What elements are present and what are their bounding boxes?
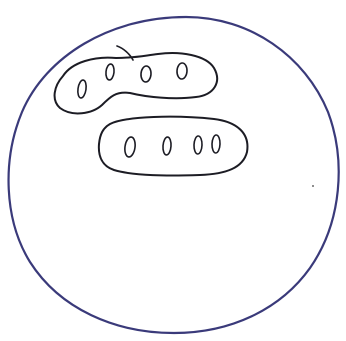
group-upper — [55, 46, 218, 113]
group-upper-oval-2 — [105, 64, 115, 81]
speck-mark — [312, 185, 314, 187]
group-lower-oval-4 — [212, 135, 221, 153]
group-upper-oval-3 — [140, 66, 151, 83]
group-lower-oval-2 — [162, 137, 171, 156]
group-lower-oval-3 — [194, 136, 203, 154]
group-upper-oval-4 — [177, 63, 188, 80]
group-upper-oval-1 — [77, 80, 87, 99]
group-lower-outline — [99, 117, 248, 176]
group-lower-oval-1 — [124, 136, 137, 157]
group-lower — [99, 117, 248, 176]
